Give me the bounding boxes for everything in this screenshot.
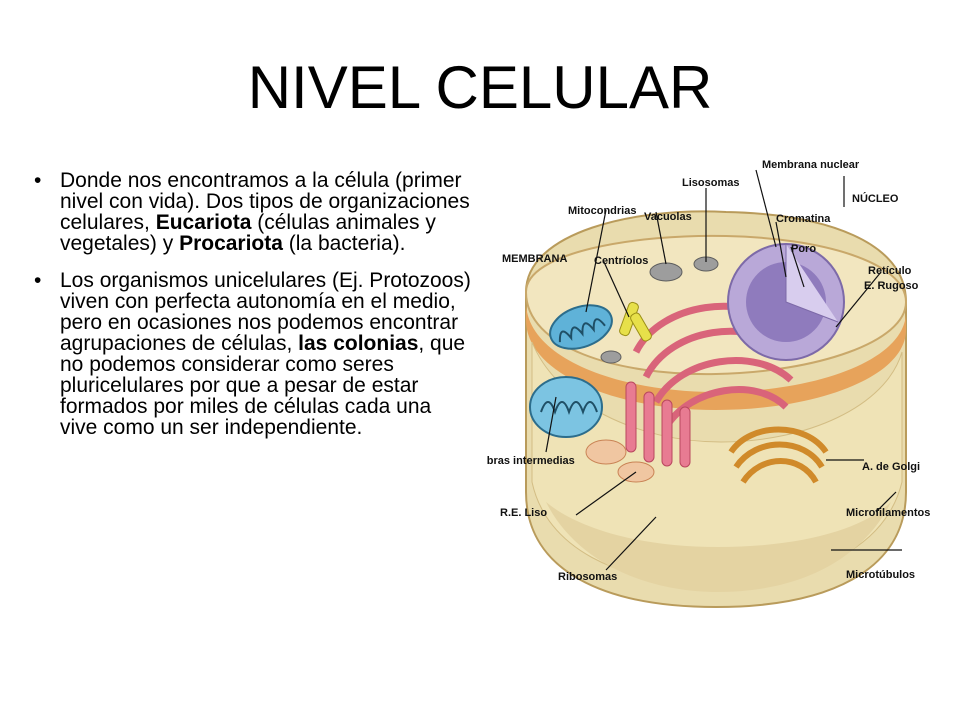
label-cromatina: Cromatina [776, 213, 831, 225]
label-fibras-intermedias: fibras intermedias [486, 455, 575, 467]
golgi-apparatus [728, 426, 829, 484]
membrane-band [526, 302, 906, 410]
label-lisosomas: Lisosomas [682, 177, 739, 189]
centrioles [619, 301, 652, 342]
label-ribosomas: Ribosomas [558, 571, 617, 583]
bullet-dot-icon: • [34, 169, 42, 192]
label-membrana-nuclear: Membrana nuclear [762, 159, 860, 171]
mitochondria [529, 304, 613, 438]
slide-title: NIVEL CELULAR [247, 54, 713, 121]
label-reticulo: Retículo [868, 265, 912, 277]
base-layer [546, 502, 891, 592]
bullet-text: Los organismos unicelulares (Ej. Protozo… [60, 269, 471, 355]
rough-er-vertical [625, 381, 691, 468]
label-re-liso: R.E. Liso [500, 507, 547, 519]
bullet-text: Donde nos encontramos a la célula (prime… [60, 169, 470, 234]
label-centriolos: Centríolos [594, 255, 648, 267]
bullet-item-colonies: • Los organismos unicelulares (Ej. Proto… [34, 270, 474, 438]
label-leader-lines [545, 169, 902, 571]
bullet-text: , que no podemos considerar como seres p… [60, 332, 466, 439]
label-microtubulos: Microtúbulos [846, 569, 915, 581]
term-eucariota: Eucariota [155, 211, 252, 234]
bullet-text: (la bacteria). [282, 232, 406, 255]
label-vacuolas: Vacuolas [644, 211, 692, 223]
term-colonias: las colonias [298, 332, 419, 355]
label-microfilamentos: Microfilamentos [846, 507, 930, 519]
nucleus [727, 243, 845, 361]
label-membrana: MEMBRANA [502, 253, 567, 265]
bullet-item-cell-types: • Donde nos encontramos a la célula (pri… [34, 170, 474, 254]
term-procariota: Procariota [179, 232, 283, 255]
label-nucleo: NÚCLEO [852, 192, 899, 205]
bullet-text: (células animales y vegetales) y [60, 211, 436, 255]
label-poro: Poro [791, 243, 816, 255]
label-golgi: A. de Golgi [862, 461, 920, 473]
label-mitocondrias: Mitocondrias [568, 205, 636, 217]
bullet-list: • Donde nos encontramos a la célula (pri… [34, 170, 474, 454]
cell-diagram: Membrana nuclear Lisosomas NÚCLEO Mitoco… [486, 159, 930, 609]
bullet-dot-icon: • [34, 269, 42, 292]
label-e-rugoso: E. Rugoso [864, 280, 919, 292]
